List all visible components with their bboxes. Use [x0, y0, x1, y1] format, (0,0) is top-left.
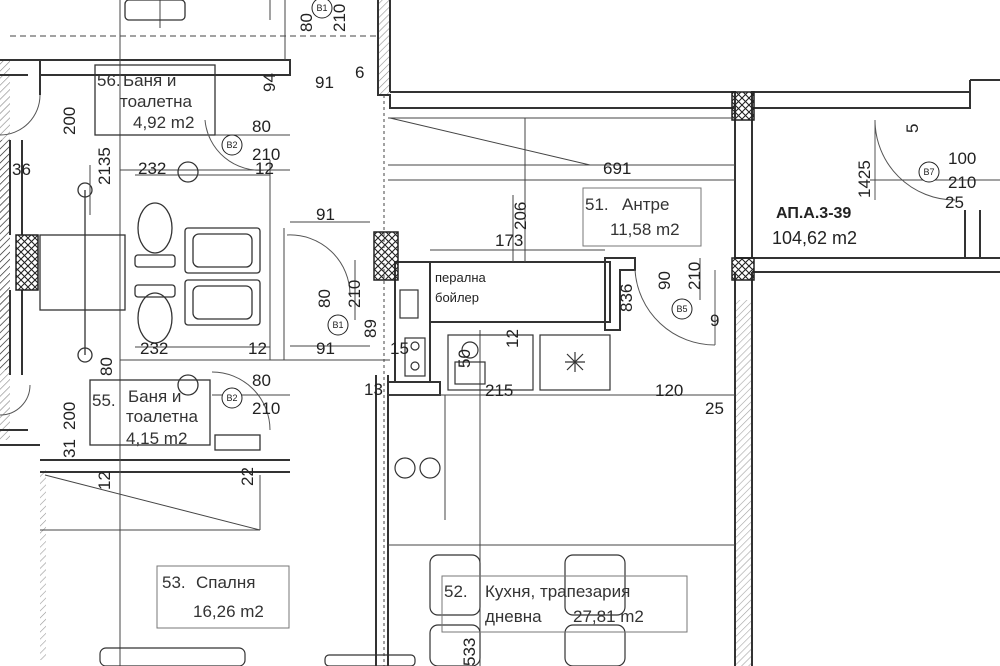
dim-label: 80 — [315, 289, 334, 308]
door-tag-b2-lower: B2 — [226, 393, 237, 403]
door-tag-b1-top: B1 — [316, 3, 327, 13]
dim-label: 9 — [710, 311, 719, 330]
dim-label: 210 — [948, 173, 976, 192]
room-53-number: 53. — [162, 573, 186, 592]
door-tag-b2-upper: B2 — [226, 140, 237, 150]
room-56-name-line1: Баня и — [123, 71, 176, 90]
room-51-name: Антре — [622, 195, 669, 214]
room-55-name-line2: тоалетна — [126, 407, 198, 426]
room-51-number: 51. — [585, 195, 609, 214]
door-tag-circles — [221, 0, 940, 409]
dim-label: 12 — [248, 339, 267, 358]
room-52-area: 27,81 m2 — [573, 607, 644, 626]
dim-label: 1425 — [855, 160, 874, 198]
dim-label: 100 — [948, 149, 976, 168]
dim-label: 22 — [238, 467, 257, 486]
dim-label: 6 — [355, 63, 364, 82]
dim-label: 12 — [95, 471, 114, 490]
dim-label: 200 — [60, 402, 79, 430]
door-tag-b1-middle: B1 — [332, 320, 343, 330]
dim-label: 210 — [252, 399, 280, 418]
dim-label: 210 — [252, 145, 280, 164]
dim-label: 200 — [60, 107, 79, 135]
dim-label: 25 — [945, 193, 964, 212]
room-53-area: 16,26 m2 — [193, 602, 264, 621]
apartment-code: АП.А.3-39 — [776, 205, 851, 222]
dim-label: 13 — [364, 380, 383, 399]
apartment-label: АП.А.3-39 104,62 m2 — [772, 205, 857, 248]
dim-label: 12 — [255, 159, 274, 178]
room-52-name-line1: Кухня, трапезария — [485, 582, 630, 601]
apartment-area: 104,62 m2 — [772, 228, 857, 248]
dim-label: 210 — [345, 280, 364, 308]
dim-label: 232 — [138, 159, 166, 178]
dim-label: 12 — [503, 329, 522, 348]
dim-label: 533 — [460, 638, 479, 666]
dim-label: 5 — [903, 124, 922, 133]
bathroom-fixtures — [39, 0, 261, 451]
dim-label: 31 — [60, 439, 79, 458]
hatched-walls — [0, 0, 752, 666]
dim-label: 206 — [511, 202, 530, 230]
dim-label: 89 — [361, 319, 380, 338]
dimension-labels: 80 210 91 6 94 200 80 210 2135 232 36 12… — [12, 4, 976, 666]
dim-label: 120 — [655, 381, 683, 400]
kitchen-fixtures — [99, 289, 626, 666]
boiler-label-line2: бойлер — [435, 290, 479, 305]
dim-label: 91 — [316, 205, 335, 224]
dim-label: 90 — [655, 271, 674, 290]
columns — [15, 91, 755, 291]
dim-label: 36 — [12, 160, 31, 179]
dim-label: 80 — [252, 117, 271, 136]
door-swings — [0, 94, 956, 431]
room-52-name-line2: дневна — [485, 607, 542, 626]
door-tag-b5: B5 — [676, 304, 687, 314]
room-52-number: 52. — [444, 582, 468, 601]
door-tags: B1 B2 B2 B1 B5 B7 — [226, 3, 934, 403]
dim-label: 91 — [316, 339, 335, 358]
room-55-number: 55. — [92, 391, 116, 410]
dim-label: 80 — [252, 371, 271, 390]
dim-label: 836 — [617, 284, 636, 312]
room-51-area: 11,58 m2 — [610, 220, 680, 239]
dim-label: 25 — [705, 399, 724, 418]
dim-label: 91 — [315, 73, 334, 92]
dim-label: 2135 — [95, 147, 114, 185]
dim-label: 80 — [297, 13, 316, 32]
dim-label: 94 — [260, 73, 279, 92]
room-56-name-line2: тоалетна — [120, 92, 192, 111]
dim-label: 232 — [140, 339, 168, 358]
dim-label: 80 — [97, 357, 116, 376]
room-56-number: 56. — [97, 71, 121, 90]
dim-label: 173 — [495, 231, 523, 250]
dim-label: 210 — [330, 4, 349, 32]
door-tag-b7: B7 — [923, 167, 934, 177]
dim-label: 215 — [485, 381, 513, 400]
dim-label: 50 — [455, 349, 474, 368]
room-53-name: Спалня — [196, 573, 255, 592]
dim-label: 210 — [685, 262, 704, 290]
room-labels: 56. Баня и тоалетна 4,92 m2 51. Антре 11… — [92, 71, 702, 633]
dimension-lines — [89, 134, 1000, 396]
dim-label: 15 — [390, 339, 409, 358]
room-55-area: 4,15 m2 — [126, 429, 187, 448]
room-55-name-line1: Баня и — [128, 387, 181, 406]
room-56-area: 4,92 m2 — [133, 113, 194, 132]
dim-label: 691 — [603, 159, 631, 178]
boiler-label-line1: перална — [435, 270, 486, 285]
